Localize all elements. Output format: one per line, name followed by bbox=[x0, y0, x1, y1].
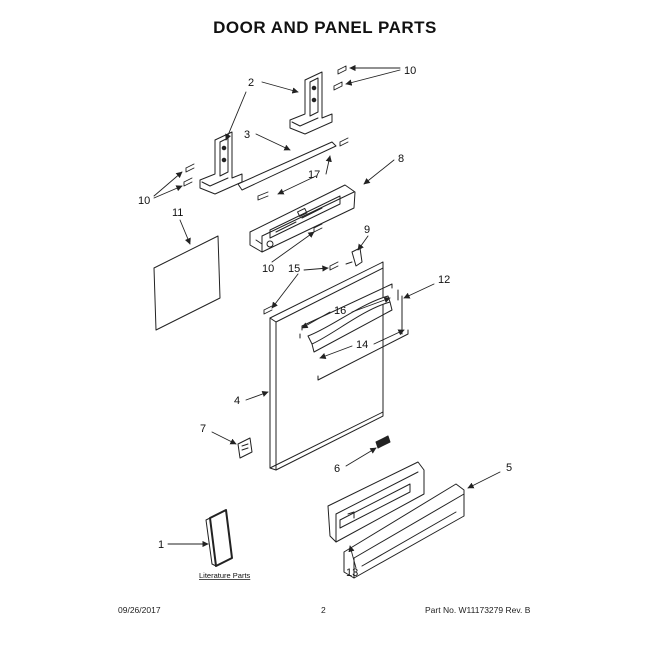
outer-door-panel bbox=[269, 261, 384, 471]
toe-panel bbox=[343, 483, 465, 579]
callout-13: 13 bbox=[346, 567, 358, 579]
door-latch bbox=[375, 435, 391, 449]
page-title: DOOR AND PANEL PARTS bbox=[213, 18, 437, 37]
callout-9: 9 bbox=[364, 224, 370, 236]
callout-11: 11 bbox=[172, 207, 183, 219]
control-panel bbox=[249, 184, 356, 253]
callout-labels: 2 10 3 8 17 10 11 9 10 15 12 16 14 4 7 6… bbox=[138, 65, 512, 580]
callout-10-mid: 10 bbox=[262, 263, 274, 275]
callout-8: 8 bbox=[398, 153, 404, 165]
callout-14: 14 bbox=[356, 339, 368, 351]
insulation-pad bbox=[153, 235, 221, 331]
callout-4: 4 bbox=[234, 395, 240, 407]
callout-6: 6 bbox=[334, 463, 340, 475]
support-rod bbox=[237, 141, 337, 191]
callout-3: 3 bbox=[244, 129, 250, 141]
leader-arrows bbox=[153, 64, 501, 569]
hinge-bracket-right bbox=[289, 71, 333, 135]
footer-date: 09/26/2017 bbox=[118, 605, 161, 615]
callout-12: 12 bbox=[438, 274, 450, 286]
literature-parts-label: Literature Parts bbox=[199, 571, 251, 580]
screws bbox=[183, 65, 349, 233]
panel-bracket bbox=[345, 247, 363, 267]
callout-1: 1 bbox=[158, 539, 164, 551]
callout-17: 17 bbox=[308, 169, 320, 181]
footer-part-number: Part No. W11173279 Rev. B bbox=[425, 605, 531, 615]
callout-10-top: 10 bbox=[404, 65, 416, 77]
callout-2: 2 bbox=[248, 77, 254, 89]
hinge-bracket-left bbox=[199, 131, 243, 195]
panel-screws bbox=[263, 261, 339, 315]
footer-page-number: 2 bbox=[321, 605, 326, 615]
callout-15: 15 bbox=[288, 263, 300, 275]
literature-booklet bbox=[205, 509, 233, 567]
callout-10-left: 10 bbox=[138, 195, 150, 207]
callout-16: 16 bbox=[334, 305, 346, 317]
callout-7: 7 bbox=[200, 423, 206, 435]
panel-clip bbox=[237, 437, 253, 459]
callout-5: 5 bbox=[506, 462, 512, 474]
lower-kick-panel bbox=[327, 461, 425, 543]
